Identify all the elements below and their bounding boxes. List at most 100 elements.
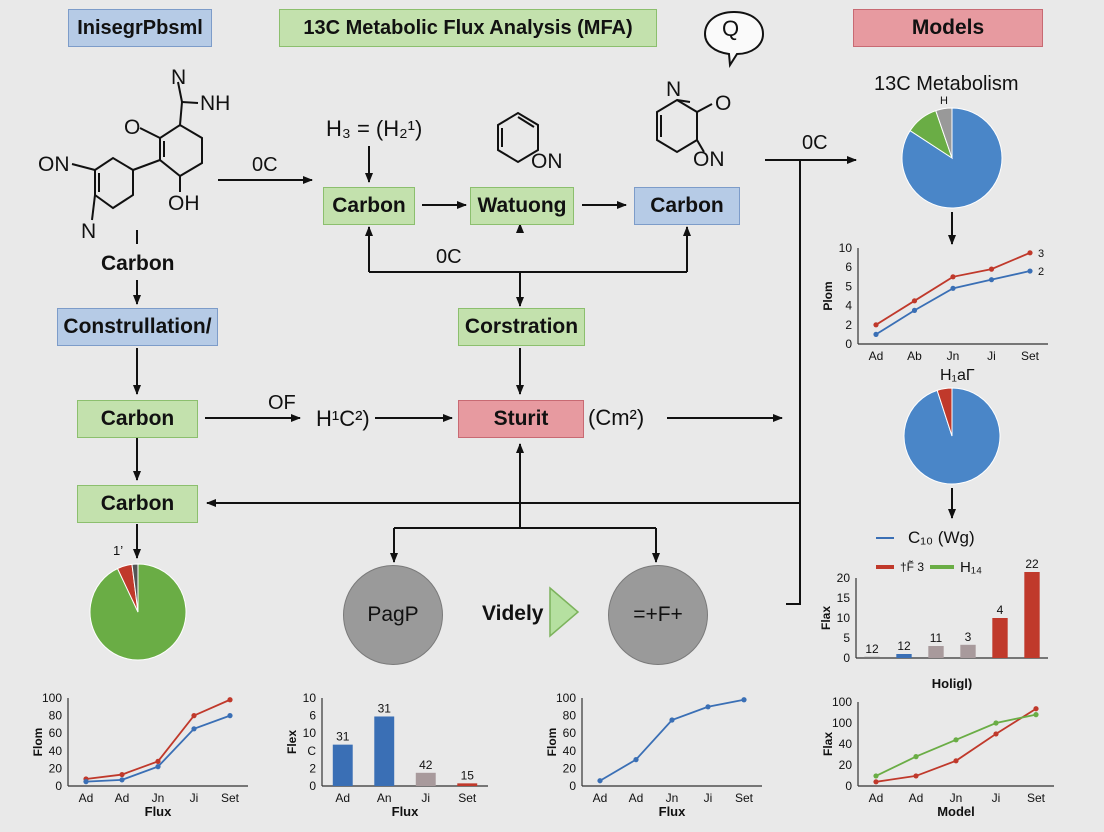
bar_bottom-bar-3 [457, 783, 478, 786]
pie-mid-title: H₁aΓ [940, 367, 975, 384]
bar_bottom-bar-label-3: 15 [461, 768, 475, 782]
header-center-box: 13C Metabolic Flux Analysis (MFA) [279, 9, 657, 47]
line_top_right-series-0-point-0 [873, 322, 879, 328]
node-construllation: Construllation/ [57, 308, 218, 346]
line_bottom_3-xtick-0: Ad [593, 791, 608, 805]
header-right-box: Models [853, 9, 1043, 47]
bar_bottom-bar-label-0: 31 [336, 730, 350, 744]
line_bottom_3-series-0-point-2 [669, 717, 675, 723]
line_bottom_4-ytick-0: 0 [845, 779, 852, 793]
line_bottom_3-ytick-0: 0 [569, 779, 576, 793]
line_top_right-ytick-1: 2 [845, 318, 852, 332]
circle-right-label: =+F+ [633, 603, 683, 626]
line_bottom_3-ytick-4: 80 [563, 709, 577, 723]
molecule-2-bonds [497, 111, 539, 164]
mol3-o: O [715, 92, 732, 115]
line_top_right-series-0-point-2 [950, 274, 956, 280]
bar_bottom-bar-2 [415, 772, 436, 786]
bar_bottom-ytick-5: 10 [303, 691, 317, 705]
bar_right-bar-label-3: 3 [965, 630, 972, 644]
bar_right-bar-4 [992, 618, 1008, 658]
line_bottom_3-xtick-2: Jn [666, 791, 679, 805]
bar_right-ytick-4: 20 [837, 571, 851, 585]
bar_bottom-ytick-3: 10 [303, 726, 317, 740]
header-center-title: 13C Metabolic Flux Analysis (MFA) [303, 16, 633, 39]
bar_right-bar-label-4: 4 [997, 603, 1004, 617]
mol1-n-top: N [171, 66, 187, 89]
node-carbon-3-label: Carbon [100, 407, 175, 430]
bar_right-bar-1 [896, 654, 912, 658]
bar_bottom-bar-label-2: 42 [419, 758, 433, 772]
node-corstration-label: Corstration [464, 315, 579, 338]
node-sturit-label: Sturit [493, 407, 549, 430]
line_bottom_4-series-0-point-0 [873, 779, 879, 785]
line_bottom_3-ytick-2: 40 [563, 744, 577, 758]
line_top_right-series-1-point-3 [988, 277, 995, 283]
node-construllation-label: Construllation/ [63, 315, 212, 338]
mol1-on: ON [38, 153, 70, 176]
mol3-on: ON [693, 148, 725, 171]
bar_bottom-xtick-3: Set [458, 791, 477, 805]
line_bottom_4-series-0-point-4 [1033, 706, 1039, 712]
bar_right-ytick-1: 5 [843, 631, 850, 645]
bar_right-bar-label-0: 12 [865, 642, 879, 656]
bar_right-bar-0 [864, 656, 880, 658]
bar_bottom-xlabel: Flux [392, 804, 419, 819]
molecule-1-bonds [71, 81, 203, 221]
line_bottom_4-series-1-point-0 [873, 773, 879, 779]
node-carbon-1-label: Carbon [332, 194, 406, 217]
formula-top: H₃ = (H₂¹) [326, 116, 423, 141]
edge-label-of: OF [268, 392, 296, 414]
bar_right-legend-swatch-2 [930, 565, 954, 569]
speech-bubble-text: Q [722, 16, 740, 41]
node-carbon-3: Carbon [77, 400, 198, 438]
line_bottom_1-series-1-point-2 [155, 764, 161, 770]
molecule-3-bonds [656, 98, 713, 154]
line_top_right-ytick-5: 10 [839, 241, 853, 255]
bar_bottom-bar-label-1: 31 [378, 701, 392, 715]
line_bottom_3-series-0-point-0 [597, 778, 603, 784]
node-carbon-2-label: Carbon [650, 194, 724, 217]
line_bottom_4-ytick-2: 40 [839, 737, 853, 751]
line_top_right-xtick-3: Ji [987, 349, 996, 363]
line_bottom_4-ytick-4: 100 [832, 695, 852, 709]
bar_bottom-ylabel: Flex [285, 730, 299, 754]
line_top_right-ytick-3: 5 [845, 279, 852, 293]
line_bottom_3-series-0-line [599, 698, 745, 782]
mol1-n-bottom: N [81, 220, 97, 243]
speech-bubble-icon [703, 10, 765, 68]
circle-right: =+F+ [608, 565, 708, 665]
line_bottom_1-series-1-point-3 [191, 726, 197, 732]
line_top_right-series-1-point-0 [873, 331, 879, 337]
pie-green [89, 563, 187, 661]
bar_right-ytick-3: 15 [837, 591, 851, 605]
node-carbon-4: Carbon [77, 485, 198, 523]
bar_right-bar-5 [1024, 572, 1040, 658]
bar_right-bar-label-2: 11 [930, 631, 943, 645]
bar_right-bar-2 [928, 646, 944, 658]
mol1-o: O [124, 116, 141, 139]
line_bottom_4-ytick-3: 100 [832, 716, 852, 730]
line_bottom_4-ylabel: Flax [821, 732, 835, 756]
line_bottom_4-xtick-2: Jn [950, 791, 963, 805]
circle-left-label: PagP [367, 603, 419, 626]
line_bottom_1-ytick-5: 100 [42, 691, 62, 705]
line_bottom_3-xtick-4: Set [735, 791, 754, 805]
line_top_right-series-0-point-4 [1027, 250, 1033, 256]
line_bottom_1-xtick-2: Jn [152, 791, 165, 805]
line_bottom_4-series-0-point-1 [913, 773, 919, 779]
bar_right-bar-label-1: 12 [897, 639, 911, 653]
bar_bottom-bar-0 [332, 744, 353, 786]
line_bottom_1-series-0-point-1 [119, 771, 125, 778]
play-label: Videly [482, 602, 544, 625]
line_bottom_3-series-0-point-3 [705, 704, 711, 710]
line_bottom_4-series-0-point-3 [993, 731, 999, 737]
edge-label-oc-right: 0C [802, 132, 828, 154]
